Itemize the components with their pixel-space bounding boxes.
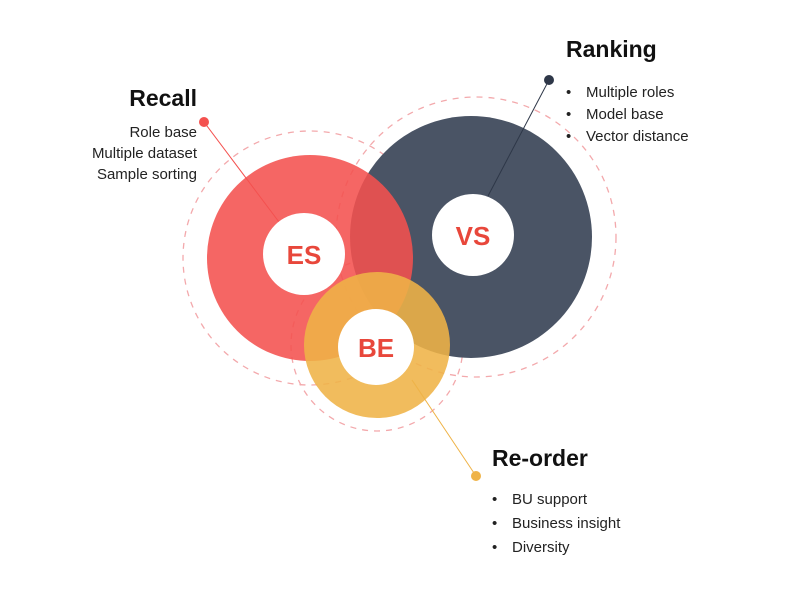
ranking-leader-dot bbox=[544, 75, 554, 85]
reorder-leader-line bbox=[411, 379, 477, 477]
reorder-item: Diversity bbox=[512, 539, 570, 556]
ranking-leader-line bbox=[487, 79, 550, 197]
reorder-item: Business insight bbox=[512, 515, 621, 532]
ranking-item: Model base bbox=[586, 106, 664, 123]
ranking-item: Multiple roles bbox=[586, 84, 674, 101]
ranking-title: Ranking bbox=[566, 36, 657, 62]
be-badge bbox=[338, 309, 414, 385]
vs-dashed-ring bbox=[335, 96, 617, 378]
reorder-bullet: • bbox=[492, 539, 497, 556]
ranking-bullet: • bbox=[566, 106, 571, 123]
reorder-leader-dot bbox=[471, 471, 481, 481]
recall-leader-line bbox=[203, 121, 283, 227]
reorder-item: BU support bbox=[512, 491, 588, 508]
recall-title: Recall bbox=[129, 85, 197, 111]
ranking-bullet: • bbox=[566, 84, 571, 101]
recall-leader-dot bbox=[199, 117, 209, 127]
vs-badge bbox=[432, 194, 514, 276]
es-badge bbox=[263, 213, 345, 295]
ranking-item: Vector distance bbox=[586, 128, 689, 145]
reorder-bullet: • bbox=[492, 515, 497, 532]
recall-item: Sample sorting bbox=[97, 166, 197, 183]
es-label: ES bbox=[287, 240, 322, 270]
be-label: BE bbox=[358, 333, 394, 363]
ranking-bullet: • bbox=[566, 128, 571, 145]
reorder-bullet: • bbox=[492, 491, 497, 508]
recall-item: Role base bbox=[129, 124, 197, 141]
vs-label: VS bbox=[456, 221, 491, 251]
reorder-title: Re-order bbox=[492, 445, 588, 471]
recall-item: Multiple dataset bbox=[92, 145, 198, 162]
